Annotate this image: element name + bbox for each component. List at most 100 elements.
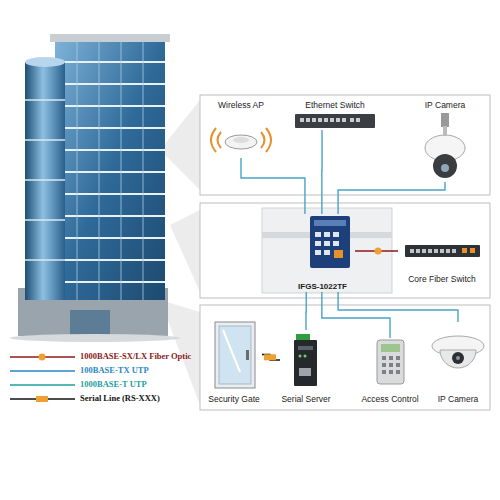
- network-cable: [305, 292, 307, 330]
- access-control-icon: [377, 340, 404, 384]
- network-cable: [338, 182, 445, 214]
- cabinet-back: [262, 208, 392, 293]
- device-node: IFGS-1022TF: [290, 214, 355, 292]
- device-node: Core Fiber Switch: [398, 243, 486, 285]
- device-label: Wireless AP: [218, 100, 264, 111]
- fiber-port: [462, 248, 467, 253]
- legend-entry: 1000BASE-T UTP: [80, 379, 147, 390]
- cable-group: [241, 158, 305, 214]
- camera-lens: [441, 164, 449, 172]
- access-point-icon: [233, 137, 249, 143]
- cable-group: [322, 292, 390, 338]
- terminal-block: [296, 334, 310, 340]
- keypad-screen: [381, 344, 400, 352]
- fiber-port: [470, 248, 475, 253]
- cable-group: [262, 354, 280, 360]
- serial-marker: [264, 354, 276, 360]
- cable-group: [338, 182, 445, 214]
- legend-entry: Serial Line (RS-XXX): [80, 393, 160, 404]
- camera-lens: [456, 356, 460, 360]
- status-led: [299, 355, 302, 358]
- switch-ports: [410, 249, 456, 253]
- core-switch-icon: [405, 245, 480, 257]
- ground-shadow: [10, 334, 180, 342]
- serial-server-icon: [294, 340, 317, 386]
- camera-mount: [441, 113, 449, 127]
- building-tower: [55, 40, 165, 300]
- access-point-icon: [225, 135, 257, 149]
- camera-mount: [443, 126, 447, 136]
- callout-wedge: [160, 100, 200, 190]
- cable-group: [355, 247, 398, 254]
- device-label: Ethernet Switch: [305, 100, 365, 111]
- camera-dome: [440, 350, 476, 368]
- device-badge: [298, 346, 313, 350]
- device-label: Core Fiber Switch: [408, 274, 476, 285]
- wifi-waves: [211, 128, 221, 152]
- legend-entry: 1000BASE-SX/LX Fiber Optic: [80, 351, 191, 362]
- cable-group: [321, 130, 322, 214]
- serial-port: [299, 368, 311, 376]
- zone-panel: [200, 203, 490, 298]
- serial-marker: [36, 396, 48, 402]
- cylinder-top: [25, 57, 65, 67]
- gate-icon: [215, 322, 255, 388]
- cable-group: [338, 292, 458, 322]
- device-node: IP Camera: [405, 100, 485, 182]
- gate-handle: [246, 350, 249, 360]
- building-cylinder: [25, 62, 65, 300]
- device-label: Serial Server: [281, 394, 330, 405]
- keypad-keys: [382, 356, 400, 374]
- legend-line: [10, 370, 75, 372]
- zone-panel: [200, 95, 490, 195]
- wifi-waves: [261, 128, 271, 152]
- camera-dome: [433, 154, 457, 178]
- zone-panel: [200, 305, 490, 410]
- legend-entry: 100BASE-TX UTP: [80, 365, 149, 376]
- switch-icon: [295, 114, 375, 128]
- device-label: IP Camera: [425, 100, 465, 111]
- device-node: Ethernet Switch: [290, 100, 380, 130]
- fiber-marker: [375, 247, 382, 254]
- camera-lens: [452, 352, 464, 364]
- device-node: Access Control: [357, 338, 423, 405]
- building-roof: [50, 34, 170, 42]
- cable-group: [306, 292, 307, 330]
- legend-line: [10, 384, 75, 386]
- device-label: IFGS-1022TF: [298, 281, 347, 292]
- network-cable: [355, 250, 398, 251]
- switch-ports: [300, 118, 360, 122]
- gate-glass: [219, 326, 251, 384]
- device-label: Security Gate: [208, 394, 260, 405]
- fiber-port: [334, 250, 343, 258]
- device-node: Security Gate: [206, 318, 262, 405]
- network-cable: [322, 292, 390, 338]
- switch-badge: [314, 220, 346, 226]
- device-node: Serial Server: [280, 330, 332, 405]
- building-entrance: [70, 310, 110, 336]
- network-cable: [338, 292, 458, 322]
- legend-text: 1000BASE-SX/LX Fiber Optic: [80, 351, 191, 361]
- callout-wedge: [170, 210, 200, 292]
- legend-text: Serial Line (RS-XXX): [80, 393, 160, 403]
- legend-text: 1000BASE-T UTP: [80, 379, 147, 389]
- device-node: Wireless AP: [207, 100, 275, 158]
- industrial-switch-icon: [310, 216, 350, 268]
- glass-glare: [223, 330, 240, 372]
- cylinder-bands: [25, 100, 65, 260]
- network-cable: [241, 158, 305, 214]
- network-cable: [262, 355, 280, 360]
- device-node: IP Camera: [428, 322, 488, 405]
- device-label: Access Control: [361, 394, 418, 405]
- legend-text: 100BASE-TX UTP: [80, 365, 149, 375]
- status-led: [304, 355, 307, 358]
- fiber-marker: [39, 354, 46, 361]
- device-label: IP Camera: [438, 394, 478, 405]
- floor-bands: [55, 62, 165, 282]
- network-cable: [321, 130, 323, 214]
- window-mullions: [77, 40, 143, 300]
